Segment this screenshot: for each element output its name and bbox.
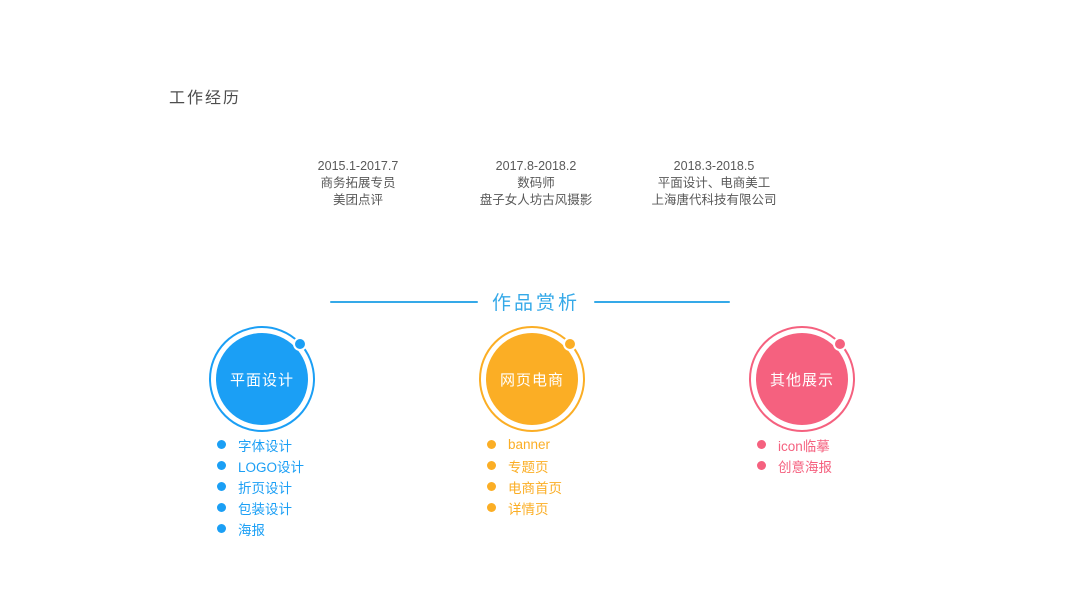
category-graphic-design: 平面设计 字体设计 LOGO设计 折页设计 包装设计 海报: [209, 326, 379, 539]
experience-role: 商务拓展专员: [320, 176, 396, 190]
list-item-label: 折页设计: [238, 480, 292, 496]
list-item: 详情页: [487, 497, 649, 518]
category-item-list: icon临摹 创意海报: [757, 434, 919, 476]
category-label: 其他展示: [769, 371, 834, 389]
bullet-dot: [487, 482, 496, 491]
bullet-dot: [487, 461, 496, 470]
bullet-dot: [217, 503, 226, 512]
category-circle-fill: 其他展示: [756, 333, 848, 425]
list-item: LOGO设计: [217, 455, 379, 476]
experience-entry-2: 2017.8-2018.2 数码师 盘子女人坊古风摄影: [480, 158, 593, 209]
bullet-dot: [217, 482, 226, 491]
page-title: 工作经历: [169, 90, 242, 107]
experience-role: 平面设计、电商美工: [657, 176, 771, 190]
list-item: 字体设计: [217, 434, 379, 455]
category-circle: 网页电商: [479, 326, 585, 432]
experience-date: 2015.1-2017.7: [317, 159, 399, 173]
list-item-label: 字体设计: [238, 438, 292, 454]
list-item-label: 包装设计: [238, 501, 292, 517]
portfolio-heading: 作品赏析: [492, 293, 581, 314]
experience-role: 数码师: [517, 176, 555, 190]
category-label: 网页电商: [499, 371, 564, 389]
experience-company: 上海唐代科技有限公司: [651, 193, 777, 207]
list-item-label: LOGO设计: [238, 459, 305, 475]
category-item-list: banner 专题页 电商首页 详情页: [487, 434, 649, 518]
bullet-dot: [487, 503, 496, 512]
bullet-dot: [217, 524, 226, 533]
category-other-works: 其他展示 icon临摹 创意海报: [749, 326, 919, 476]
category-circle-fill: 平面设计: [216, 333, 308, 425]
category-circle: 平面设计: [209, 326, 315, 432]
orbit-dot: [833, 337, 847, 351]
orbit-dot: [293, 337, 307, 351]
list-item-label: icon临摹: [778, 438, 830, 454]
header-right-line: [594, 300, 731, 303]
list-item-label: 创意海报: [778, 459, 832, 475]
list-item: 专题页: [487, 455, 649, 476]
experience-entry-1: 2015.1-2017.7 商务拓展专员 美团点评: [318, 158, 399, 209]
experience-date: 2017.8-2018.2: [495, 159, 577, 173]
category-circle-fill: 网页电商: [486, 333, 578, 425]
list-item-label: banner: [508, 437, 551, 452]
bullet-dot: [217, 440, 226, 449]
list-item-label: 专题页: [508, 459, 549, 475]
list-item: 海报: [217, 518, 379, 539]
list-item: 电商首页: [487, 476, 649, 497]
bullet-dot: [757, 440, 766, 449]
list-item: 包装设计: [217, 497, 379, 518]
orbit-dot: [563, 337, 577, 351]
category-circle: 其他展示: [749, 326, 855, 432]
list-item-label: 电商首页: [508, 480, 562, 496]
list-item-label: 详情页: [508, 501, 549, 517]
bullet-dot: [217, 461, 226, 470]
list-item: 创意海报: [757, 455, 919, 476]
experience-date: 2018.3-2018.5: [673, 159, 755, 173]
list-item: 折页设计: [217, 476, 379, 497]
category-item-list: 字体设计 LOGO设计 折页设计 包装设计 海报: [217, 434, 379, 539]
list-item: banner: [487, 434, 649, 455]
category-label: 平面设计: [229, 371, 294, 389]
experience-company: 盘子女人坊古风摄影: [479, 193, 593, 207]
bullet-dot: [487, 440, 496, 449]
category-web-ecommerce: 网页电商 banner 专题页 电商首页 详情页: [479, 326, 649, 518]
list-item: icon临摹: [757, 434, 919, 455]
header-left-line: [330, 300, 478, 303]
experience-company: 美团点评: [332, 193, 384, 207]
bullet-dot: [757, 461, 766, 470]
list-item-label: 海报: [238, 522, 265, 538]
experience-entry-3: 2018.3-2018.5 平面设计、电商美工 上海唐代科技有限公司: [651, 158, 776, 209]
portfolio-section-header: 作品赏析: [330, 288, 731, 315]
